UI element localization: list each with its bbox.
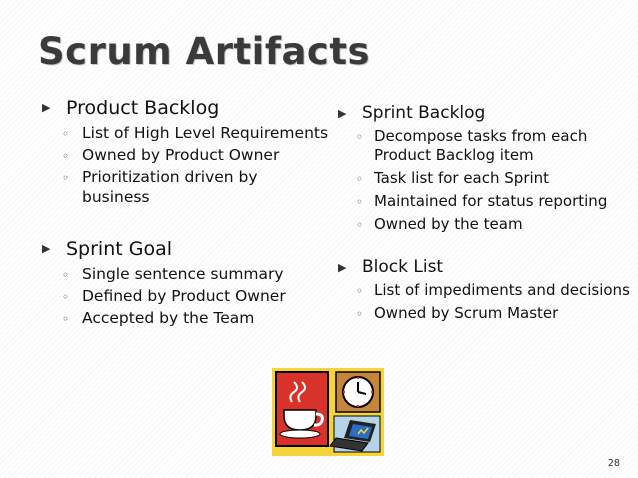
block-list-list: ◦List of impediments and decisions ◦Owne… <box>336 281 636 323</box>
coffee-cup-icon <box>275 371 329 447</box>
circle-outline-icon: ◦ <box>356 130 364 144</box>
clock-icon <box>335 371 381 413</box>
circle-outline-icon: ◦ <box>356 195 364 209</box>
block-list-heading: ▶Block List <box>338 257 444 277</box>
sprint-backlog-heading: ▶Sprint Backlog <box>338 103 486 123</box>
left-column: ▶Product Backlog ◦List of High Level Req… <box>40 96 330 330</box>
list-item: ◦Prioritization driven by business <box>62 168 258 206</box>
circle-outline-icon: ◦ <box>62 290 70 304</box>
circle-outline-icon: ◦ <box>356 284 364 298</box>
circle-outline-icon: ◦ <box>62 268 70 282</box>
circle-outline-icon: ◦ <box>356 172 364 186</box>
triangle-right-icon: ▶ <box>338 107 347 120</box>
circle-outline-icon: ◦ <box>356 218 364 232</box>
list-item: ◦Single sentence summary <box>62 265 284 283</box>
sprint-goal-heading: ▶Sprint Goal <box>42 238 173 260</box>
list-item: ◦List of High Level Requirements <box>62 124 329 142</box>
list-item: ◦Owned by the team <box>356 215 523 233</box>
list-item: ◦Maintained for status reporting <box>356 192 608 210</box>
list-item: ◦List of impediments and decisions <box>356 281 630 299</box>
sprint-backlog-section: ▶Sprint Backlog ◦Decompose tasks from ea… <box>336 102 636 234</box>
circle-outline-icon: ◦ <box>62 127 70 141</box>
circle-outline-icon: ◦ <box>62 149 70 163</box>
triangle-right-icon: ▶ <box>338 261 347 274</box>
product-backlog-list: ◦List of High Level Requirements ◦Owned … <box>40 123 330 207</box>
sprint-goal-section: ▶Sprint Goal ◦Single sentence summary ◦D… <box>40 237 330 328</box>
circle-outline-icon: ◦ <box>62 312 70 326</box>
list-item: ◦Defined by Product Owner <box>62 287 286 305</box>
list-item: ◦Owned by Scrum Master <box>356 304 559 322</box>
laptop-icon <box>329 415 381 453</box>
right-column: ▶Sprint Backlog ◦Decompose tasks from ea… <box>336 102 636 327</box>
sprint-backlog-list: ◦Decompose tasks from each Product Backl… <box>336 127 636 234</box>
list-item: ◦Decompose tasks from each Product Backl… <box>356 127 588 164</box>
product-backlog-section: ▶Product Backlog ◦List of High Level Req… <box>40 96 330 207</box>
office-clipart <box>272 368 384 456</box>
block-list-section: ▶Block List ◦List of impediments and dec… <box>336 256 636 323</box>
slide-title: Scrum Artifacts <box>38 30 371 73</box>
list-item: ◦Task list for each Sprint <box>356 169 550 187</box>
page-number: 28 <box>607 458 620 469</box>
product-backlog-heading: ▶Product Backlog <box>42 97 220 119</box>
list-item: ◦Accepted by the Team <box>62 309 255 327</box>
sprint-goal-list: ◦Single sentence summary ◦Defined by Pro… <box>40 264 330 328</box>
triangle-right-icon: ▶ <box>42 242 51 255</box>
circle-outline-icon: ◦ <box>356 307 364 321</box>
list-item: ◦Owned by Product Owner <box>62 146 280 164</box>
circle-outline-icon: ◦ <box>62 171 70 185</box>
triangle-right-icon: ▶ <box>42 101 51 114</box>
